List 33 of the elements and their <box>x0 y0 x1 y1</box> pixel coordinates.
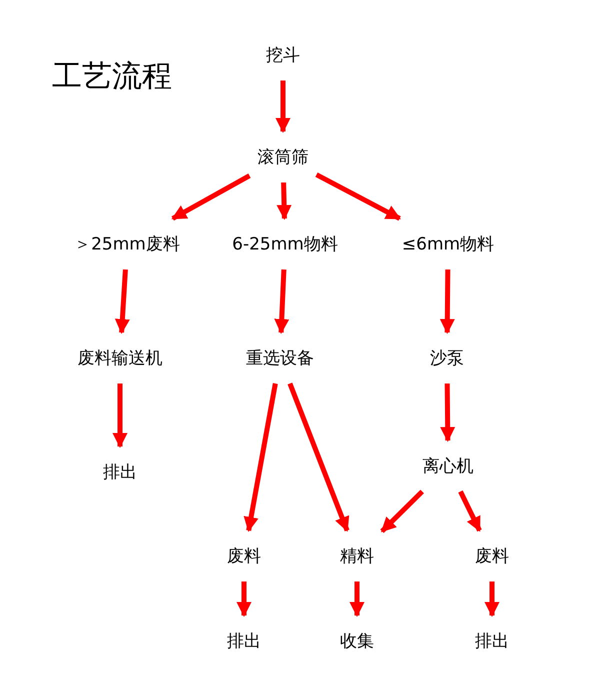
arrow <box>114 269 130 334</box>
diagram-title: 工艺流程 <box>52 58 172 96</box>
arrow <box>458 490 482 532</box>
step-label: 废料 <box>219 530 269 582</box>
arrow <box>276 182 292 220</box>
arrow <box>236 582 252 617</box>
step-label: 收集 <box>332 616 382 666</box>
step-label: 沙泵 <box>422 332 472 384</box>
arrow <box>440 383 456 442</box>
arrow <box>244 383 278 532</box>
step-label: 精料 <box>332 530 382 582</box>
arrow <box>276 80 290 133</box>
arrow <box>380 490 424 534</box>
arrow <box>440 269 455 334</box>
arrow <box>315 172 401 221</box>
arrow <box>171 174 251 221</box>
step-label: 离心机 <box>414 440 482 492</box>
arrow <box>288 382 350 532</box>
step-label: 废料 <box>467 530 517 582</box>
arrow <box>112 384 128 448</box>
step-label: 重选设备 <box>238 332 322 384</box>
step-label: 挖斗 <box>258 30 308 80</box>
arrow <box>484 582 500 617</box>
step-label: ＞25mm废料 <box>66 218 188 270</box>
arrow <box>350 582 364 617</box>
step-label: 排出 <box>467 616 517 666</box>
step-label: 排出 <box>95 446 145 498</box>
arrow <box>274 269 290 334</box>
step-label: ≤6mm物料 <box>394 218 502 270</box>
step-label: 滚筒筛 <box>250 132 316 182</box>
step-label: 废料输送机 <box>70 332 170 384</box>
step-label: 排出 <box>219 616 269 666</box>
step-label: 6-25mm物料 <box>224 218 346 270</box>
